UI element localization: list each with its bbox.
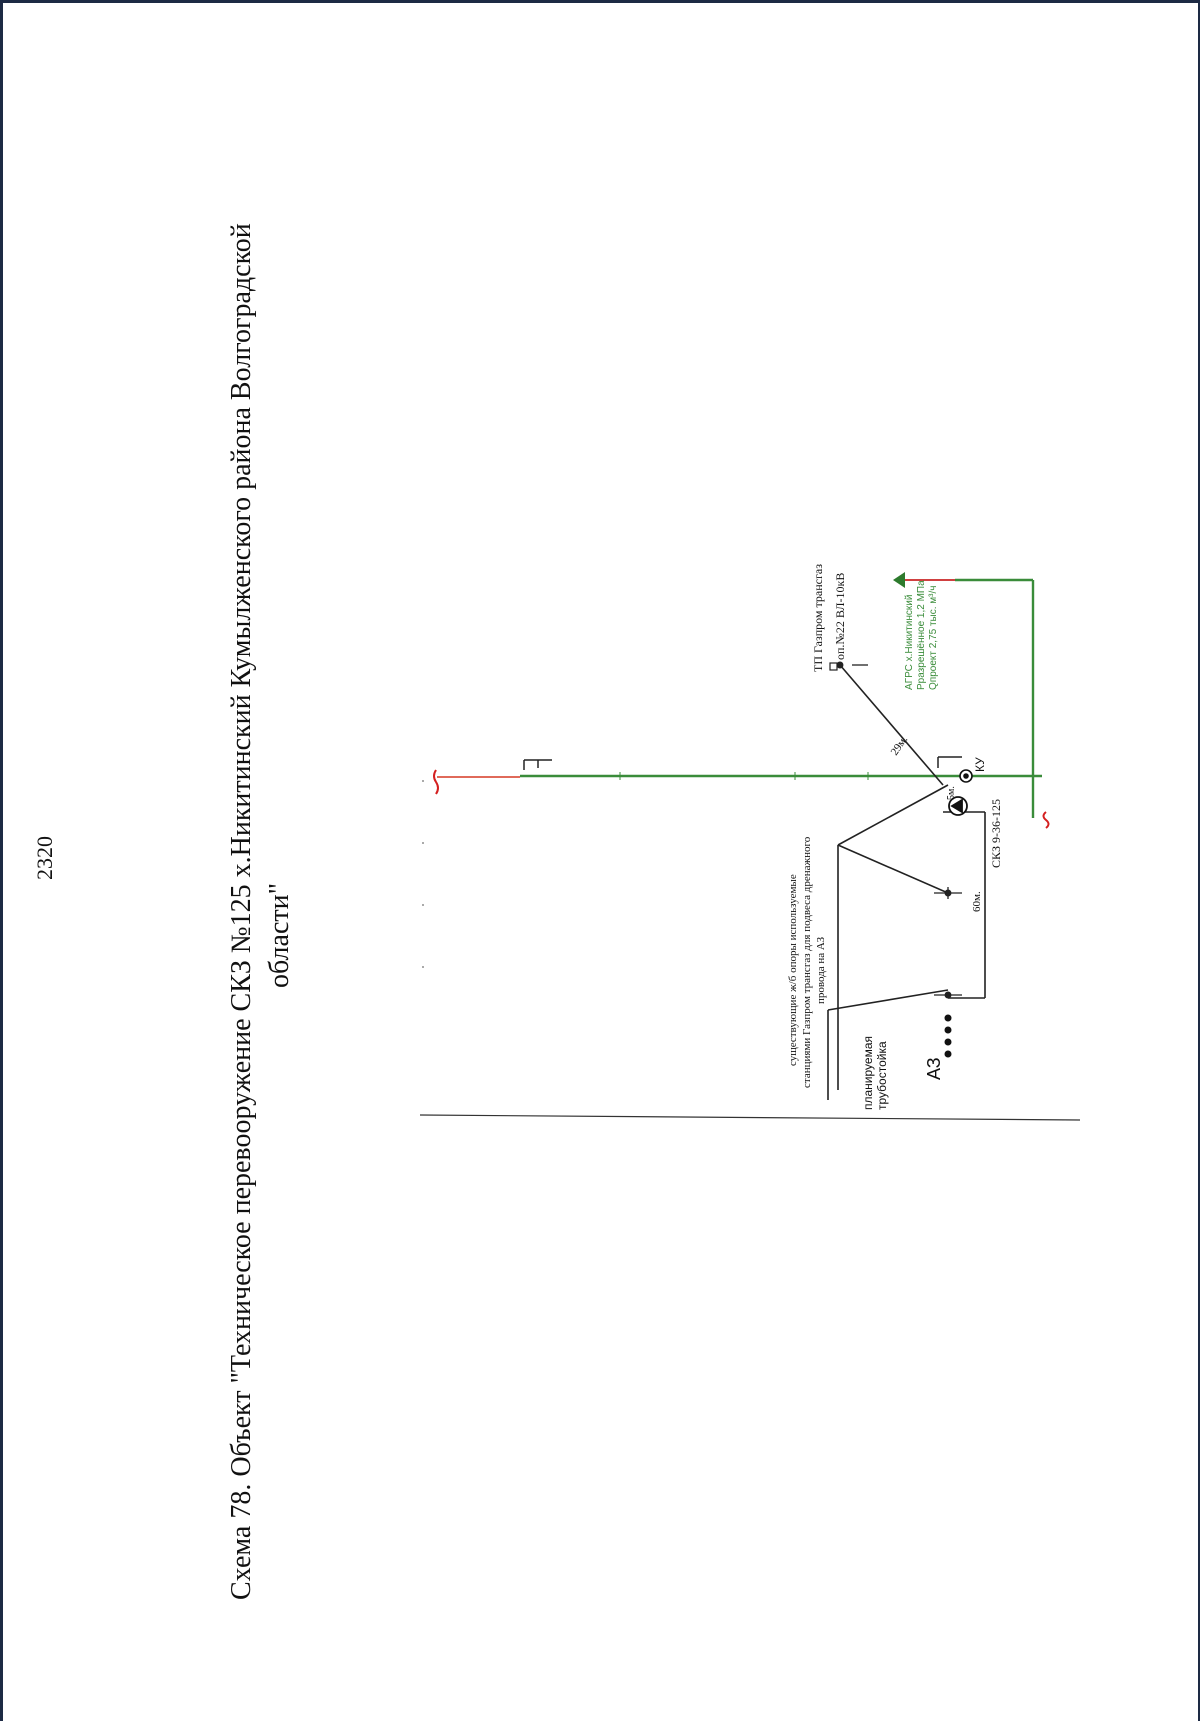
label-existing-poles-1: существующие ж/б опоры используемые: [787, 874, 799, 1066]
label-planned-stand-1: планируемая: [861, 1036, 875, 1110]
label-existing-poles-2: станциями Газпром трансгаз для подвеса д…: [801, 836, 813, 1088]
frame-bottom-line: [419, 1114, 1081, 1121]
label-agrs-2: Рразрешённое 1,2 МПа: [916, 580, 927, 690]
label-agrs-1: АГРС х.Никитинский: [904, 595, 915, 690]
scan-border-left: [0, 0, 3, 1721]
pipeline-ticks: [619, 772, 869, 780]
tp-square: [829, 662, 838, 671]
pipeline-end-mark: [1042, 811, 1050, 829]
label-tp-name: ТП Газпром трансгаз: [811, 564, 825, 672]
label-dist-29m: 29м.: [889, 734, 911, 758]
pipeline-start-mark: [433, 769, 439, 795]
label-vl-support: оп.№22 ВЛ-10кВ: [833, 573, 847, 660]
pole-symbol: [523, 759, 552, 770]
control-point-symbol: [959, 769, 973, 783]
pole-symbol-station: [937, 756, 962, 768]
drainage-wires: [827, 664, 986, 1100]
label-dist-60m: 60м.: [971, 891, 983, 912]
gas-station-triangle-symbol: [893, 572, 905, 588]
pole-markers: [836, 661, 962, 999]
label-skz-model: СКЗ 9-36-125: [989, 799, 1003, 868]
label-anode-ground: АЗ: [924, 1057, 944, 1080]
scan-border-top: [0, 0, 1200, 3]
label-existing-poles-3: провода на АЗ: [815, 936, 827, 1004]
cathodic-station-symbol: [948, 796, 968, 816]
label-ku: КУ: [973, 757, 987, 772]
label-agrs-3: Qпроект 2,75 тыс. м³/ч: [928, 586, 939, 690]
label-dist-5m: 5м.: [946, 786, 957, 800]
label-planned-stand-2: трубостойка: [875, 1041, 889, 1110]
anode-dots-symbol: [944, 1014, 952, 1058]
scan-border-right: [1198, 0, 1200, 1721]
